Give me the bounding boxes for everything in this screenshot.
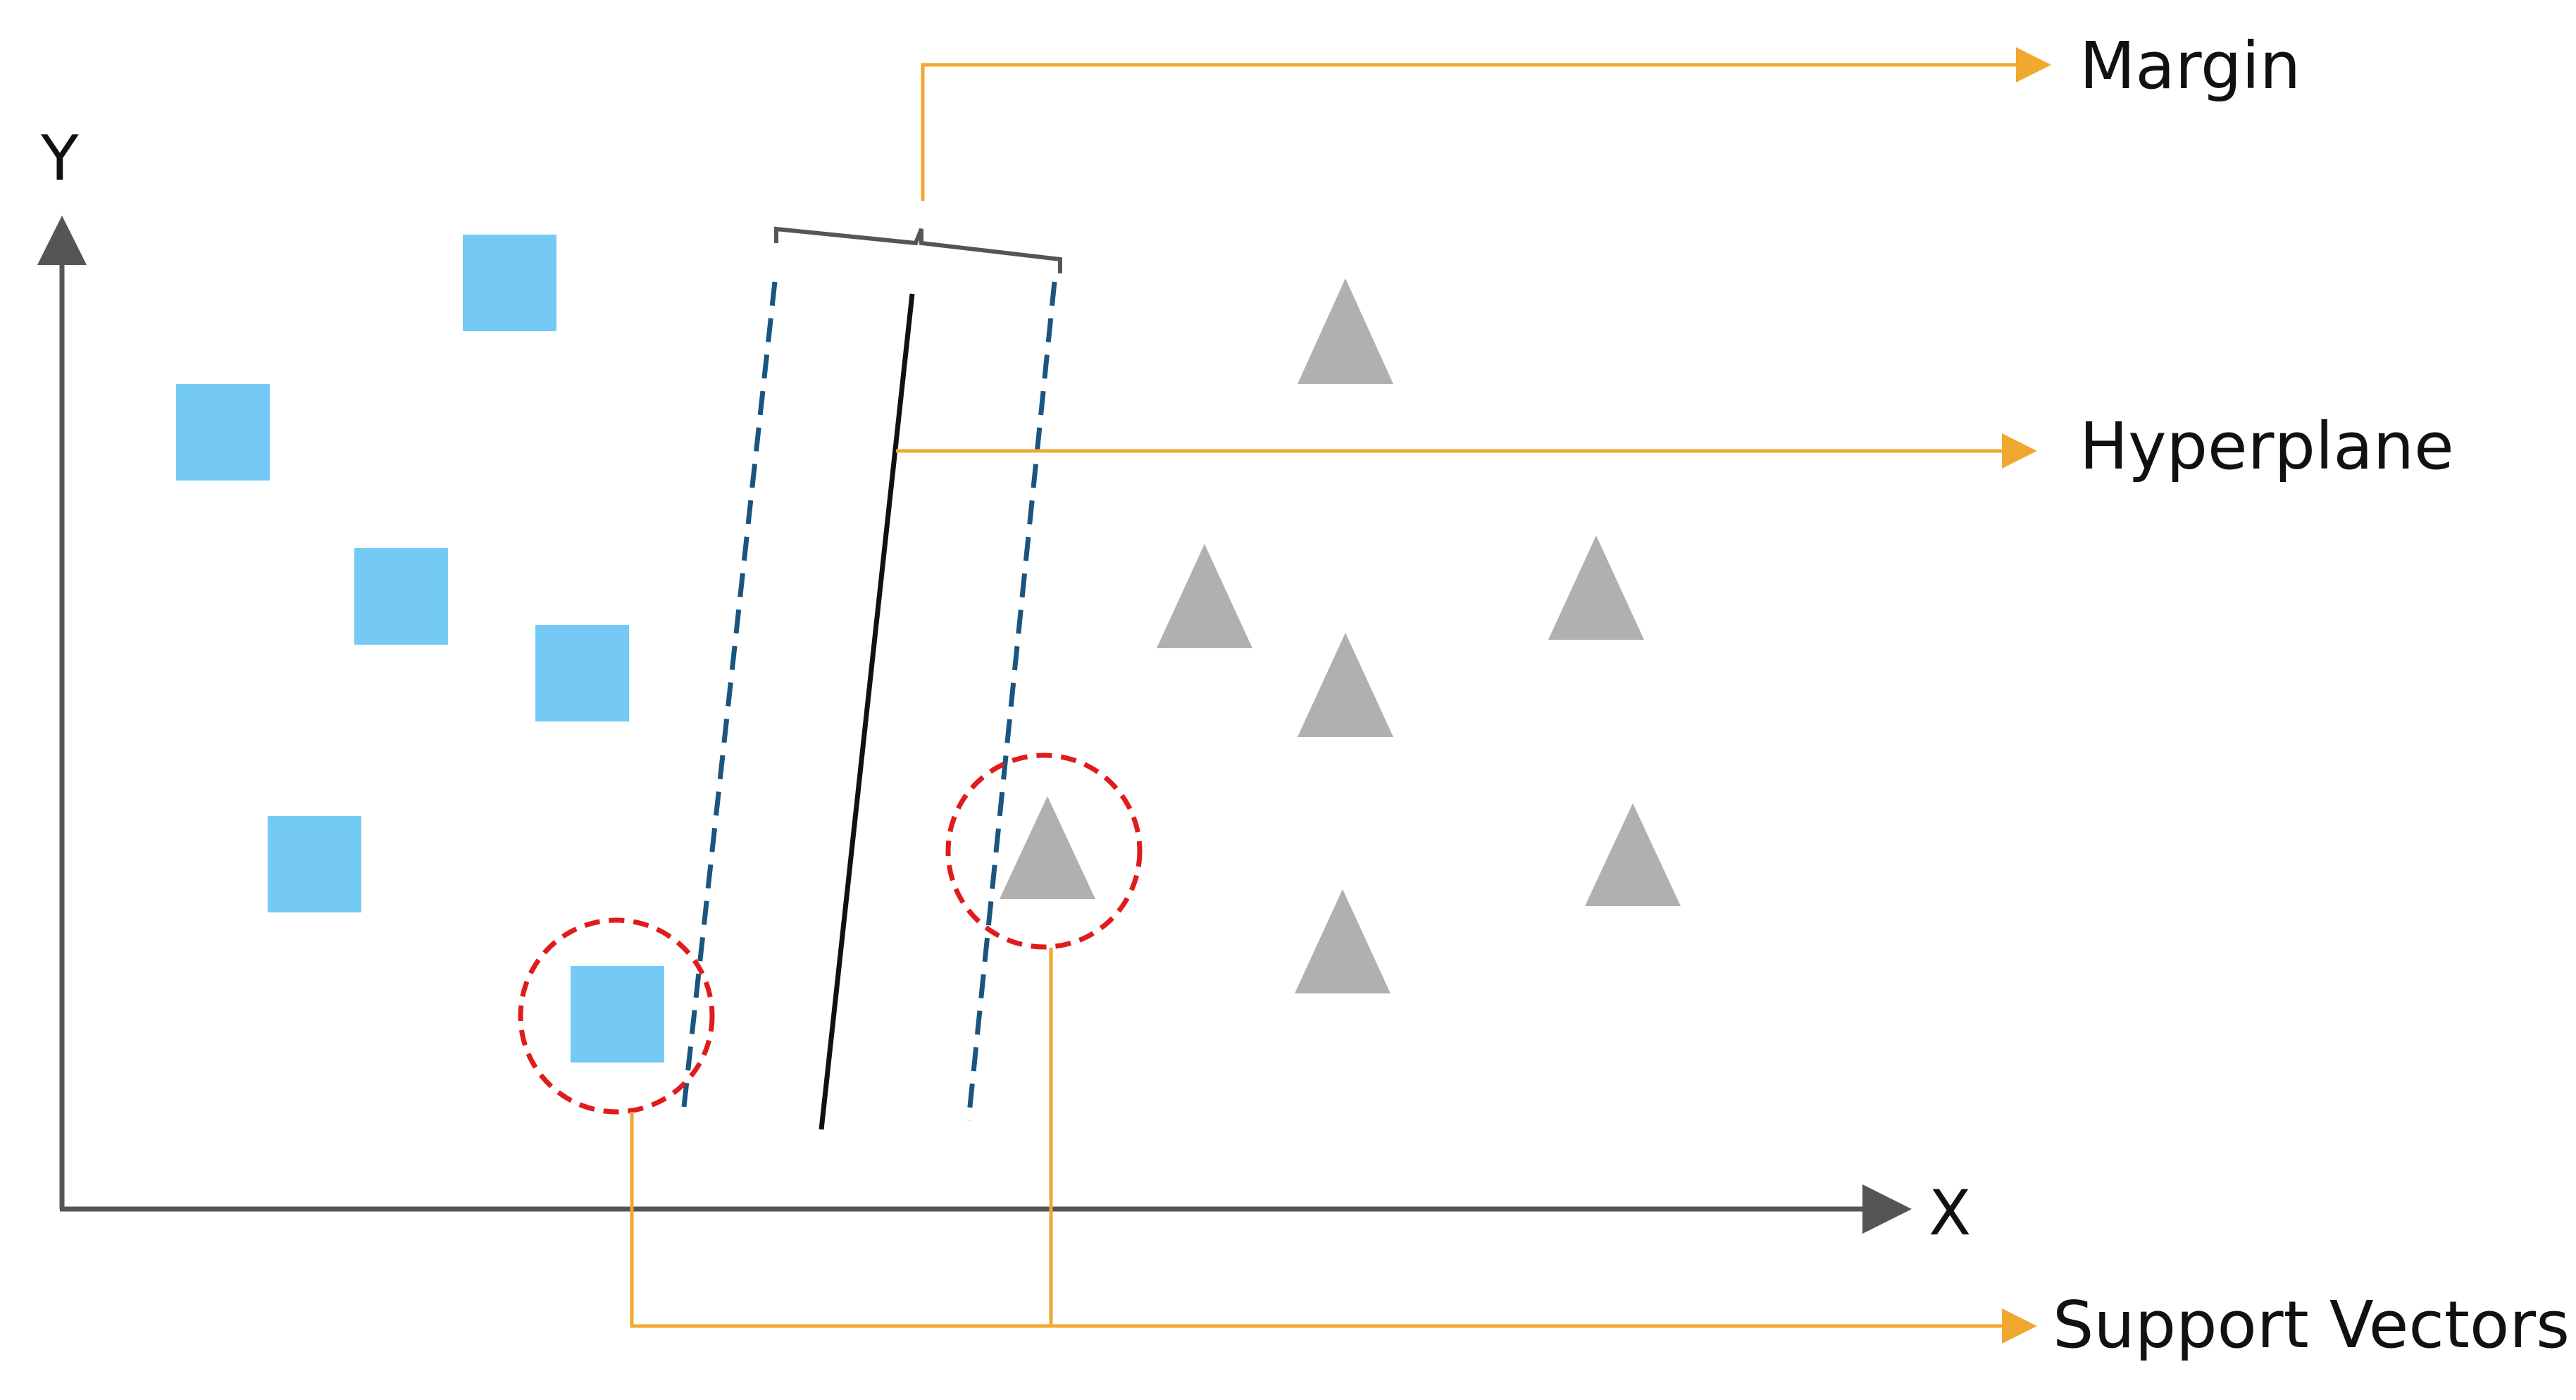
- square-point: [354, 548, 448, 645]
- triangle-point: [1000, 796, 1095, 899]
- margin-label: Margin: [2079, 28, 2301, 104]
- support-vector-circle: [945, 752, 1143, 950]
- margin-brace: [774, 226, 1062, 273]
- triangle-point: [1157, 544, 1252, 648]
- square-point: [535, 625, 629, 721]
- triangle-point: [1548, 535, 1644, 640]
- support-vectors-callout-line: [630, 1112, 2037, 1344]
- hyperplane-line: [819, 293, 915, 1130]
- triangle-point: [1295, 889, 1390, 993]
- x-axis-label: X: [1929, 1177, 1971, 1249]
- support-vectors-label: Support Vectors: [2053, 1287, 2570, 1363]
- triangle-point: [1585, 803, 1681, 906]
- class-a-points: [176, 235, 664, 1063]
- square-point: [571, 966, 664, 1063]
- margin-callout-line: [921, 47, 2051, 201]
- square-point: [463, 235, 556, 331]
- class-b-points: [1000, 278, 1681, 993]
- triangle-point: [1298, 633, 1393, 737]
- margin-boundary-left: [680, 281, 778, 1114]
- triangle-point: [1298, 278, 1393, 384]
- y-axis-label: Y: [40, 122, 79, 194]
- square-point: [176, 384, 270, 481]
- support-vector-circle: [518, 917, 715, 1115]
- margin-boundary-right: [966, 281, 1057, 1121]
- hyperplane-label: Hyperplane: [2079, 409, 2454, 484]
- square-point: [268, 816, 361, 912]
